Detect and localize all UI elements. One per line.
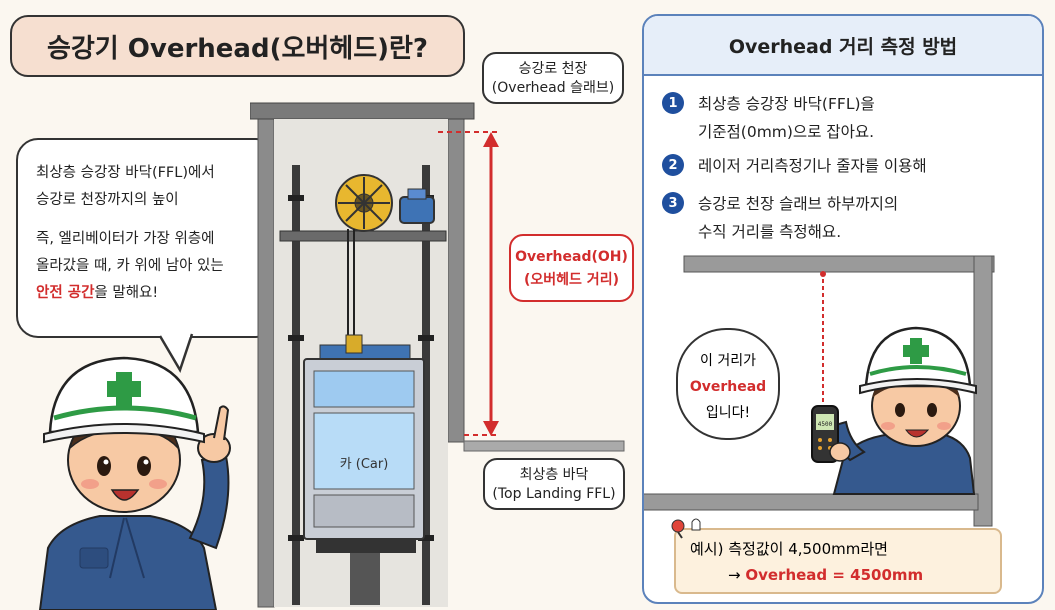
speech-line-1: 이 거리가 (700, 353, 756, 369)
step-2-number: 2 (662, 154, 684, 176)
overhead-label-line1: Overhead(OH) (515, 249, 628, 265)
safety-space-highlight: 안전 공간 (36, 285, 95, 301)
definition-line-2: 승강로 천장까지의 높이 (36, 192, 179, 208)
step-1-number: 1 (662, 92, 684, 114)
definition-line-1: 최상층 승강장 바닥(FFL)에서 (36, 165, 215, 181)
landing-label: 최상층 바닥 (Top Landing FFL) (483, 458, 625, 510)
step-3: 3 승강로 천장 슬래브 하부까지의 수직 거리를 측정해요. (662, 190, 1042, 246)
pointing-worker-icon (38, 356, 231, 610)
top-landing-floor (463, 440, 625, 452)
step-3-number: 3 (662, 192, 684, 214)
overhead-slab (250, 102, 475, 120)
ceiling-label-line2: (Overhead 슬래브) (491, 80, 615, 96)
example-line-2: Overhead = 4500mm (745, 566, 924, 584)
definition-line-3: 즉, 엘리베이터가 가장 위층에 (36, 231, 215, 247)
example-box: 예시) 측정값이 4,500mm라면 → Overhead = 4500mm (674, 528, 1002, 594)
overhead-speech-bubble: 이 거리가 Overhead 입니다! (676, 328, 780, 440)
example-arrow: → (728, 566, 741, 584)
panel-title: Overhead 거리 측정 방법 (644, 16, 1042, 76)
measurement-scene: 4500 (644, 255, 995, 527)
ceiling-slab (683, 255, 995, 273)
ceiling-label-line1: 승강로 천장 (518, 61, 588, 77)
step-2-text: 레이저 거리측정기나 줄자를 이용해 (698, 157, 927, 175)
speech-line-3: 입니다! (705, 405, 751, 421)
laser-meter-reading: 4500 (818, 421, 833, 428)
car-label: 카 (Car) (339, 457, 389, 472)
definition-line-5: 을 말해요! (94, 285, 159, 301)
measurement-method-panel: Overhead 거리 측정 방법 1 최상층 승강장 바닥(FFL)을 기준점… (642, 14, 1044, 604)
landing-label-line1: 최상층 바닥 (519, 467, 589, 483)
definition-line-4: 올라갔을 때, 카 위에 남아 있는 (36, 258, 224, 274)
step-2: 2 레이저 거리측정기나 줄자를 이용해 (662, 152, 1042, 180)
motor-icon (399, 188, 435, 224)
pin-icon (671, 518, 701, 539)
speech-tail (158, 330, 194, 374)
ceiling-label: 승강로 천장 (Overhead 슬래브) (482, 52, 624, 104)
overhead-label: Overhead(OH) (오버헤드 거리) (509, 234, 634, 302)
step-3-text: 승강로 천장 슬래브 하부까지의 수직 거리를 측정해요. (698, 195, 899, 241)
landing-label-line2: (Top Landing FFL) (492, 486, 616, 502)
traction-machine-icon (335, 174, 393, 232)
example-line-1: 예시) 측정값이 4,500mm라면 (690, 540, 888, 558)
step-1: 1 최상층 승강장 바닥(FFL)을 기준점(0mm)으로 잡아요. (662, 90, 1042, 146)
definition-speech-bubble: 최상층 승강장 바닥(FFL)에서 승강로 천장까지의 높이 즉, 엘리베이터가… (16, 138, 278, 338)
step-1-text: 최상층 승강장 바닥(FFL)을 기준점(0mm)으로 잡아요. (698, 95, 875, 141)
floor-slab (644, 493, 979, 511)
laser-meter-icon: 4500 (811, 405, 851, 463)
speech-line-2: Overhead (689, 379, 767, 395)
page-title: 승강기 Overhead(오버헤드)란? (10, 15, 465, 77)
overhead-label-line2: (오버헤드 거리) (524, 272, 619, 288)
elevator-shaft-diagram (250, 102, 625, 608)
